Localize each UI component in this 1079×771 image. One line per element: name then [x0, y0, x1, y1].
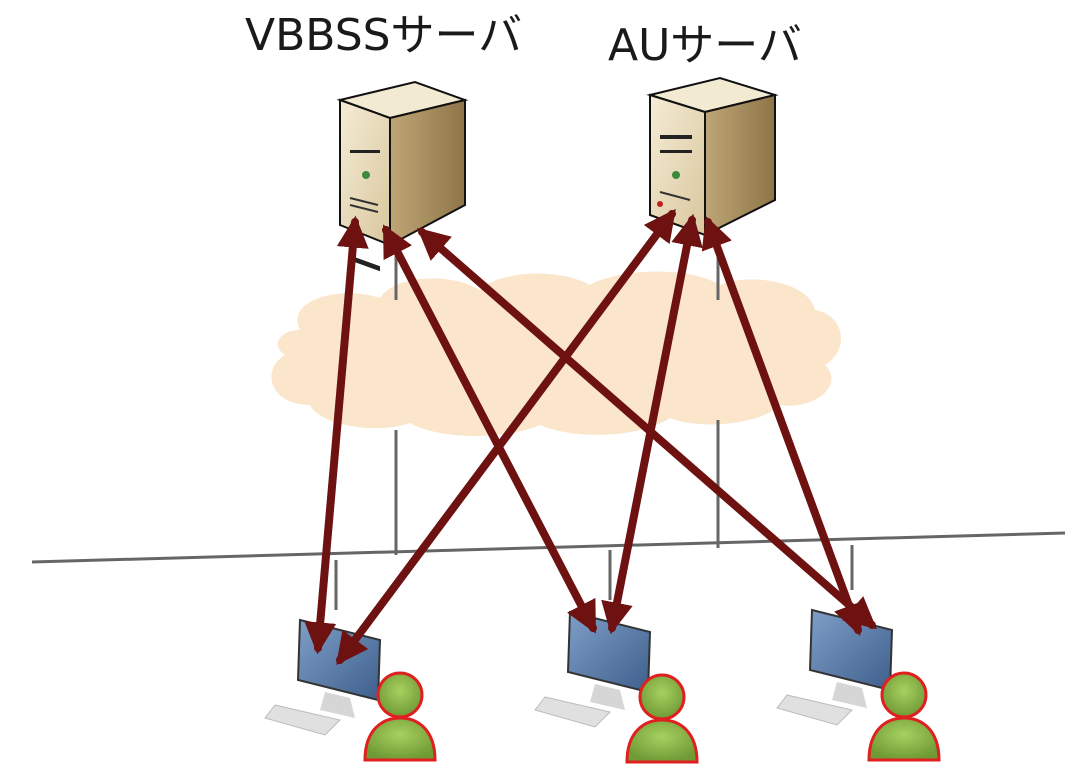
- user-icon: [867, 671, 941, 762]
- client-2: [534, 610, 699, 764]
- vbbss-server: VBBSSサーバ: [245, 10, 522, 272]
- arrow-au-client-2: [601, 213, 703, 635]
- server-tower-icon: [336, 80, 469, 272]
- au-server: AUサーバ: [608, 20, 802, 237]
- server-tower-icon: [646, 76, 779, 237]
- user-icon: [625, 673, 699, 764]
- au-server-label: AUサーバ: [608, 20, 802, 71]
- user-icon: [363, 671, 437, 762]
- arrow-au-client-3: [701, 215, 865, 637]
- connection-arrows: [304, 208, 877, 666]
- vbbss-server-label: VBBSSサーバ: [245, 10, 522, 61]
